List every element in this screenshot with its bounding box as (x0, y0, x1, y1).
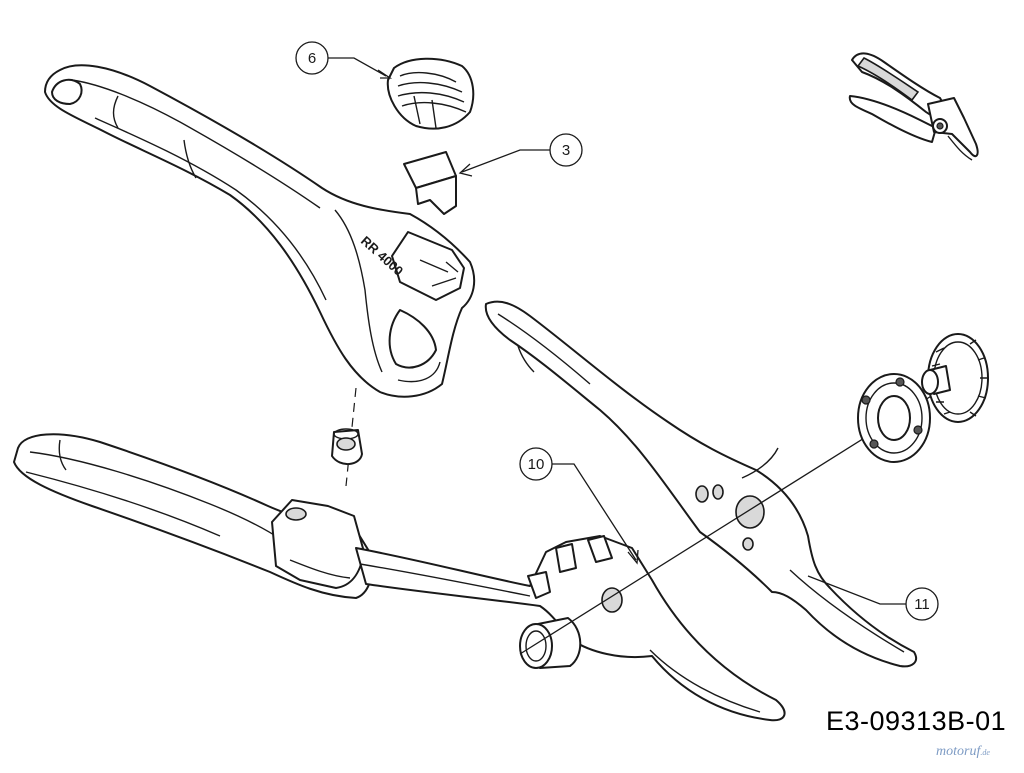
callout-3: 3 (458, 133, 583, 177)
small-nut (331, 387, 363, 487)
callout-10: 10 (519, 447, 639, 565)
callout-11: 11 (807, 575, 939, 621)
part-11-bearing (857, 373, 931, 463)
callout-6: 6 (295, 41, 393, 79)
svg-text:10: 10 (528, 456, 545, 473)
svg-text:11: 11 (914, 596, 930, 613)
upper-handle: RR 4000 (44, 64, 476, 398)
svg-text:3: 3 (562, 142, 570, 159)
watermark-text: motoruf (936, 744, 981, 759)
part-6-cushion (386, 57, 475, 130)
watermark-suffix: .de (980, 748, 990, 757)
lower-handle (13, 433, 374, 599)
svg-text:6: 6 (308, 50, 316, 67)
upper-blade (484, 300, 918, 668)
pivot-bolt (519, 617, 582, 669)
part-3-spring-clip (403, 151, 457, 215)
watermark-logo: motoruf.de (936, 744, 990, 760)
gear-nut (921, 333, 989, 423)
drawing-code-label: E3-09313B-01 (826, 706, 1007, 736)
assembled-thumbnail (848, 52, 979, 161)
